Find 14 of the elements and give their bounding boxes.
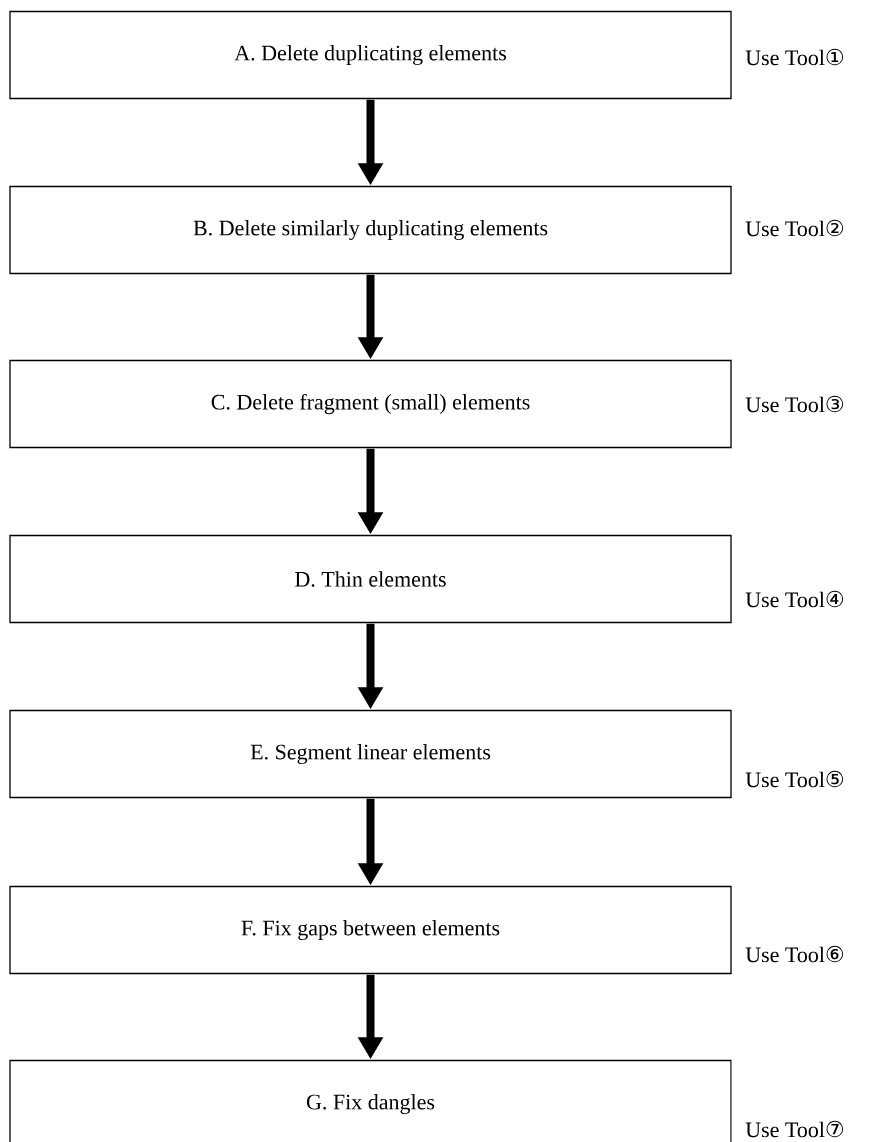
side-note: Use Tool③ xyxy=(745,395,844,413)
side-note: Use Tool⑤ xyxy=(745,770,844,788)
process-box: E. Segment linear elements xyxy=(9,709,732,799)
process-box: D. Thin elements xyxy=(9,534,732,624)
process-box: C. Delete fragment (small) elements xyxy=(9,359,732,449)
side-note: Use Tool① xyxy=(745,48,844,66)
process-box: G. Fix dangles xyxy=(9,1059,732,1142)
side-note: Use Tool⑦ xyxy=(745,1120,844,1138)
process-box: A. Delete duplicating elements xyxy=(9,10,732,100)
side-note: Use Tool② xyxy=(745,219,844,237)
process-box: B. Delete similarly duplicating elements xyxy=(9,185,732,275)
side-note: Use Tool④ xyxy=(745,590,844,608)
side-note: Use Tool⑥ xyxy=(745,945,844,963)
process-box: F. Fix gaps between elements xyxy=(9,885,732,975)
